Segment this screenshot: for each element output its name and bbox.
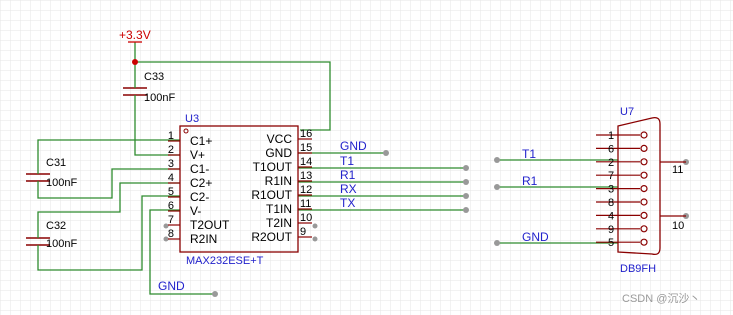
u3-pin-name: VCC [267, 132, 293, 146]
u7-pins: 16 27 384 95 [596, 130, 648, 249]
u3-pin-name: T1OUT [253, 160, 293, 174]
vminus-gnd-wire [149, 209, 215, 295]
u3-left-pins: 1 C1+ 2 V+ 3 C1- 4 C2+ 5 C2- 6 V- 7 T2OUT 8 R2IN [168, 130, 230, 246]
u3-pin-number: 4 [168, 172, 174, 184]
db9-net-label-r1: R1 [522, 174, 538, 188]
u3-pin-number: 1 [168, 130, 174, 142]
u3-pin-name: T1IN [266, 202, 292, 216]
u7-pin-number: 1 [608, 130, 614, 142]
u3-pin-name: V+ [190, 148, 205, 162]
net-label-tx: TX [340, 196, 355, 210]
u7-pin-number: 8 [608, 197, 614, 209]
u7-pin-socket [640, 238, 648, 246]
u7-pin-socket [640, 198, 648, 206]
net-label-t1: T1 [340, 154, 354, 168]
u3-pin-number: 14 [300, 156, 312, 168]
u3-pin-number: 3 [168, 158, 174, 170]
u3-pin-name: C2- [190, 190, 209, 204]
u3-pin-number: 16 [300, 128, 312, 140]
c31-ref: C31 [46, 157, 66, 169]
u7-pin-number: 2 [608, 157, 614, 169]
c32-bottom-wire [37, 195, 180, 271]
u7-pin-socket [640, 158, 648, 166]
c33-value: 100nF [144, 92, 175, 104]
u3-pin-number: 11 [300, 198, 311, 210]
u7-pin-number: 6 [608, 143, 614, 155]
u3-pin-name: T2IN [266, 216, 292, 230]
u3-pin-name: R1OUT [251, 188, 292, 202]
u3-pin-name: T2OUT [190, 218, 230, 232]
u7-shell-pin-10: 10 [672, 220, 684, 232]
u3-pin-number: 12 [300, 184, 312, 196]
u3-pin-name: C1- [190, 162, 209, 176]
power-label: +3.3V [119, 28, 151, 42]
u7-part: DB9FH [620, 263, 656, 275]
u3-pin-number: 5 [168, 186, 174, 198]
c31-bottom-wire [37, 168, 180, 199]
u3-pin-number: 6 [168, 200, 174, 212]
u3-right-pins: 16 VCC 15 GND 14 T1OUT 13 R1IN 12 R1OUT 11 T1IN 10 T2… [251, 128, 312, 244]
u7-pin-socket [640, 185, 648, 193]
u7-pin-number: 5 [608, 237, 614, 249]
u7-pin-number: 7 [608, 170, 614, 182]
capacitor-c31 [26, 168, 50, 185]
u3-ref: U3 [185, 113, 199, 125]
u3-pin-name: R2OUT [251, 230, 292, 244]
u7-pin-number: 3 [608, 184, 614, 196]
u7-pin-number: 4 [608, 210, 614, 222]
u3-pin-number: 7 [168, 214, 174, 226]
u7-pin-socket [640, 144, 648, 152]
u3-pin-name: R2IN [190, 232, 217, 246]
c33-bottom-to-vplus-wire [134, 100, 180, 156]
vcc-wire [134, 42, 331, 131]
net-label-rx: RX [340, 182, 357, 196]
u7-shell-pin-11: 11 [672, 164, 683, 176]
vcc-junction [132, 59, 138, 65]
u3-pin-number: 13 [300, 170, 312, 182]
c31-top-wire [37, 139, 180, 168]
u7-pin-socket [640, 171, 648, 179]
c32-ref: C32 [46, 220, 66, 232]
u3-pin-number: 2 [168, 144, 174, 156]
c32-top-wire [37, 182, 180, 232]
net-label-gnd: GND [340, 139, 367, 153]
c33-ref: C33 [144, 71, 164, 83]
power-symbol: +3.3V [119, 28, 151, 43]
db9-net-label-gnd: GND [522, 230, 549, 244]
u3-pin-number: 9 [300, 226, 306, 238]
capacitor-c33 [123, 82, 147, 100]
u7-pin-number: 9 [608, 224, 614, 236]
u3-pin-name: R1IN [265, 174, 292, 188]
db9-net-label-t1: T1 [522, 147, 536, 161]
net-label-gnd-bottom: GND [158, 279, 185, 293]
u3-body [179, 125, 299, 253]
connector-u7: U7 DB9FH 16 27 384 95 11 10 [596, 106, 686, 275]
u3-pin-number: 15 [300, 142, 312, 154]
net-label-r1: R1 [340, 168, 356, 182]
capacitor-c32 [26, 232, 50, 250]
u7-pin-socket [640, 131, 648, 139]
u3-pin-name: C2+ [190, 176, 212, 190]
c32-value: 100nF [46, 238, 77, 250]
u3-pin-number: 10 [300, 212, 312, 224]
u3-part: MAX232ESE+T [186, 255, 264, 267]
u3-pin-name: C1+ [190, 134, 212, 148]
u7-pin-socket [640, 211, 648, 219]
u3-pin1-marker [183, 128, 189, 134]
u3-pin-name: V- [190, 204, 201, 218]
u3-pin-number: 8 [168, 228, 174, 240]
u7-shell [617, 116, 661, 256]
u7-ref: U7 [620, 106, 634, 118]
c31-value: 100nF [46, 177, 77, 189]
u7-pin-socket [640, 225, 648, 233]
watermark: CSDN @沉沙丶 [622, 292, 700, 305]
ic-u3: U3 MAX232ESE+T 1 C1+ 2 V+ 3 C1- 4 C2+ 5 C2- 6 V- 7 T2… [168, 113, 312, 267]
junctions [132, 59, 138, 65]
u3-pin-name: GND [265, 146, 292, 160]
wires [37, 42, 618, 295]
